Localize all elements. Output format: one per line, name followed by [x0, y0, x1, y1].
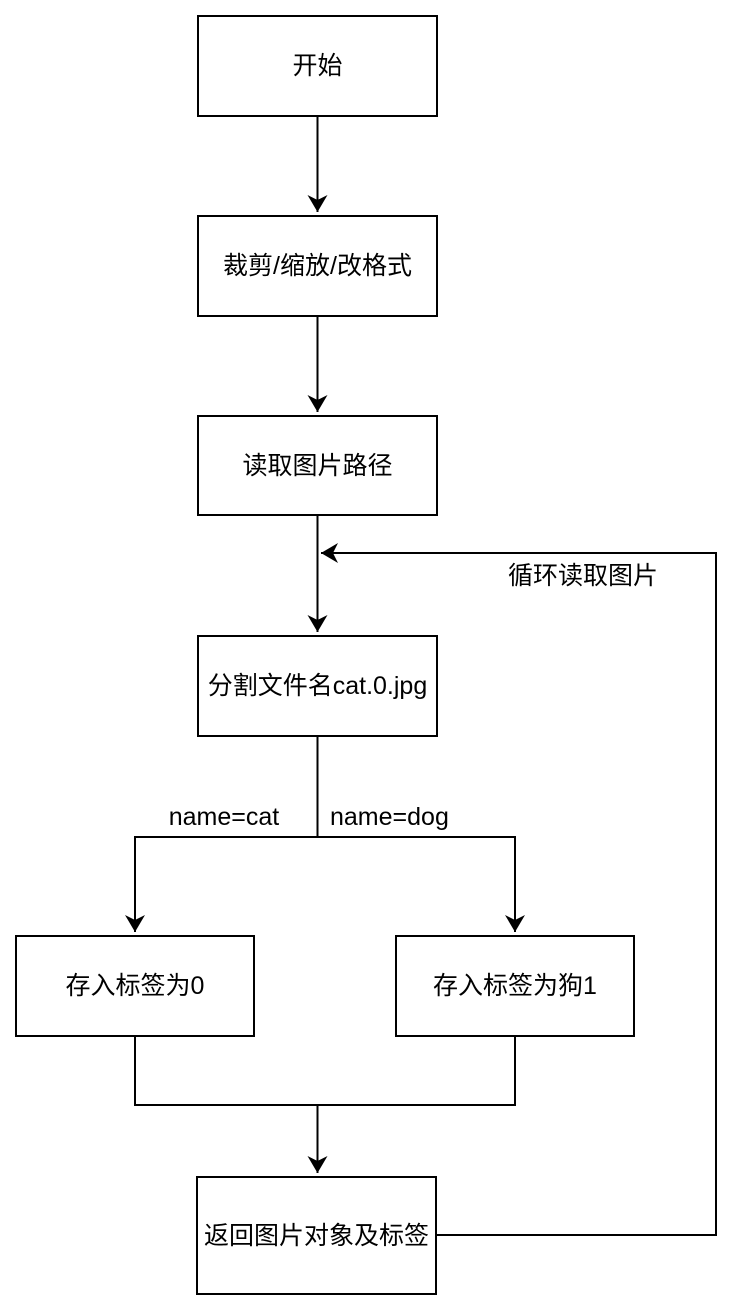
- node-split-filename-label: 分割文件名cat.0.jpg: [207, 672, 428, 700]
- node-return: 返回图片对象及标签: [196, 1176, 437, 1295]
- edge-branch-to-storedog: [317, 836, 525, 932]
- node-store-label-cat: 存入标签为0: [15, 935, 255, 1037]
- edge-branch-to-storecat: [125, 836, 318, 932]
- node-read-path: 读取图片路径: [197, 415, 438, 516]
- node-store-label-dog-label: 存入标签为狗1: [433, 972, 597, 1000]
- edge-merge-join: [134, 1037, 516, 1106]
- node-preprocess-label: 裁剪/缩放/改格式: [223, 252, 412, 280]
- node-preprocess: 裁剪/缩放/改格式: [197, 215, 438, 317]
- node-return-label: 返回图片对象及标签: [203, 1221, 429, 1250]
- node-store-label-cat-label: 存入标签为0: [65, 972, 205, 1000]
- node-start: 开始: [197, 15, 438, 117]
- edge-return-loopback: [321, 543, 717, 1236]
- edge-label-loop-read: 循环读取图片: [505, 561, 661, 591]
- node-split-filename: 分割文件名cat.0.jpg: [197, 635, 438, 737]
- node-read-path-label: 读取图片路径: [242, 451, 393, 480]
- edge-label-name-dog: name=dog: [330, 802, 449, 832]
- node-store-label-dog: 存入标签为狗1: [395, 935, 635, 1037]
- node-start-label: 开始: [292, 52, 343, 80]
- edge-label-name-cat: name=cat: [168, 802, 280, 832]
